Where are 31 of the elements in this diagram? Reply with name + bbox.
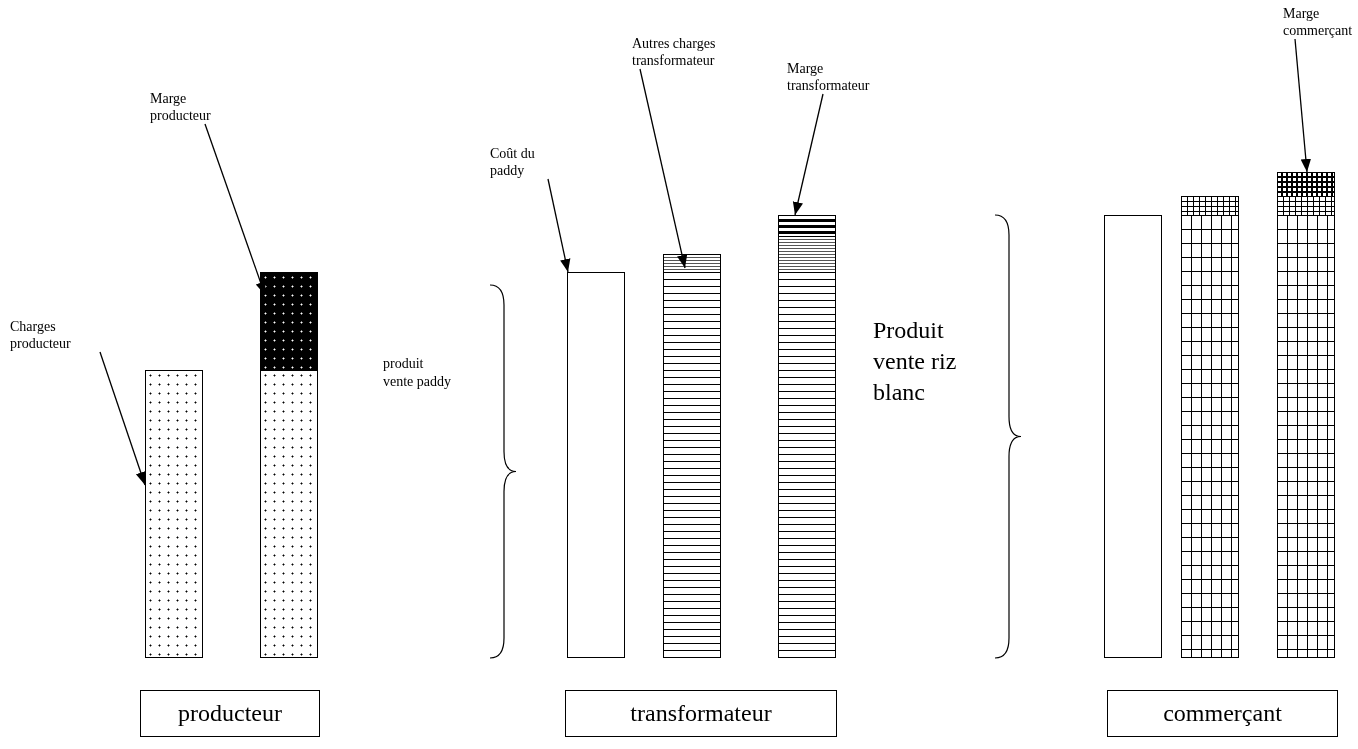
label-text: Autres charges transformateur: [632, 35, 772, 69]
note-text: produit vente paddy: [383, 355, 453, 392]
label-text: Marge transformateur: [787, 60, 897, 94]
note-text: Produit vente riz blanc: [873, 316, 958, 408]
cost-segment: [663, 272, 721, 658]
cost-segment: [1277, 215, 1335, 658]
label-text: Coût du paddy: [490, 145, 570, 179]
margin-segment: [1277, 172, 1335, 197]
cost-bar: [567, 272, 625, 658]
arrow: [639, 68, 688, 269]
cost-bar: [1104, 215, 1162, 658]
stage-label-box: producteur: [140, 690, 320, 737]
stage-label-box: transformateur: [565, 690, 837, 737]
cost-segment: [260, 370, 318, 658]
charges-segment: [1277, 196, 1335, 216]
margin-segment: [260, 272, 318, 370]
label-text: Charges producteur: [10, 318, 100, 352]
charges-segment: [778, 236, 836, 273]
cost-segment: [1181, 215, 1239, 658]
label-text: Marge commerçant: [1283, 5, 1358, 39]
stage-label-box: commerçant: [1107, 690, 1338, 737]
margin-segment: [778, 215, 836, 237]
cost-segment: [778, 272, 836, 658]
arrow: [547, 178, 571, 273]
arrow: [204, 123, 266, 296]
charges-segment: [1181, 196, 1239, 216]
arrow: [792, 93, 824, 216]
cost-bar: [145, 370, 203, 658]
arrow: [1294, 38, 1311, 173]
label-text: Marge producteur: [150, 90, 240, 124]
arrow: [99, 351, 146, 486]
